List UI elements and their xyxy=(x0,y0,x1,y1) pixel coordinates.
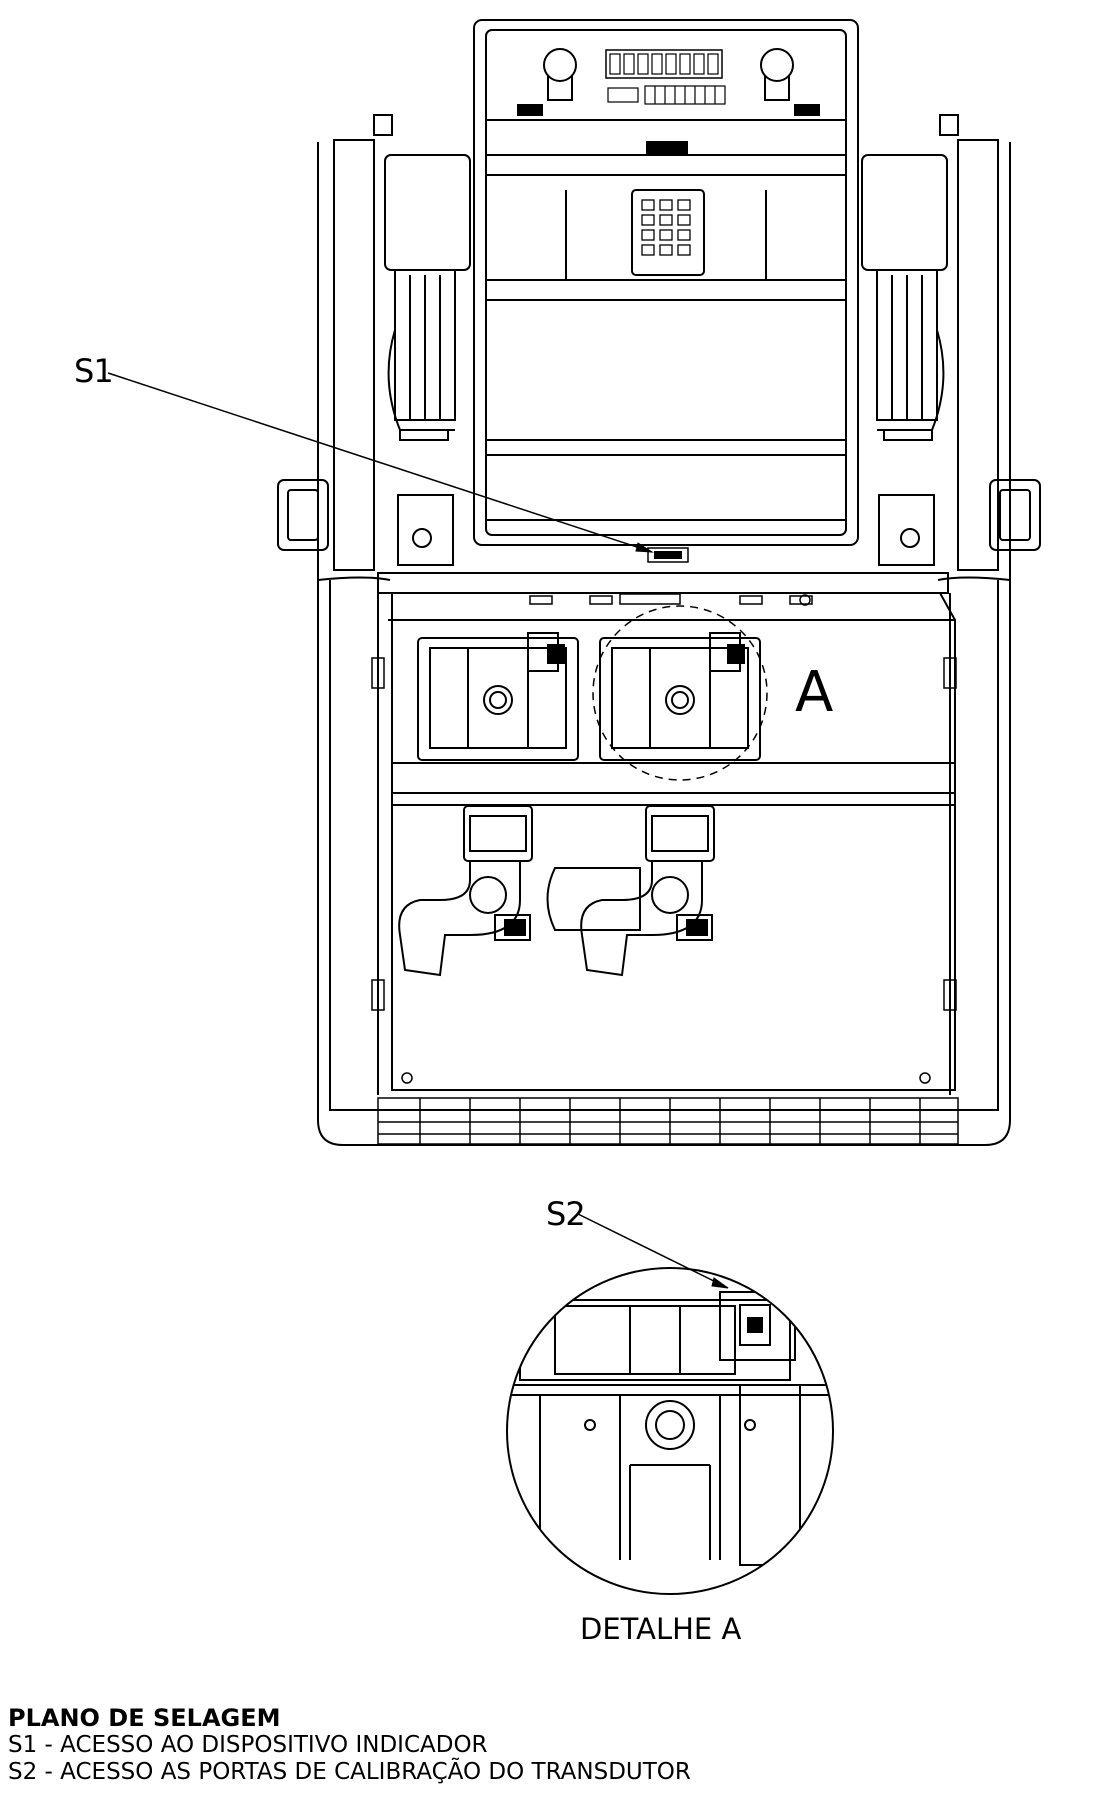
bottom-grille xyxy=(377,1097,959,1145)
dispenser-front-view xyxy=(277,19,1041,1146)
s2-leader-line xyxy=(577,1213,729,1289)
left-meter xyxy=(417,632,579,761)
s1-arrowhead xyxy=(635,542,654,553)
right-meter xyxy=(599,632,761,761)
s2-label: S2 xyxy=(546,1195,586,1233)
legend-title: PLANO DE SELAGEM xyxy=(8,1704,281,1732)
sealing-plan-legend: PLANO DE SELAGEM S1 - ACESSO AO DISPOSIT… xyxy=(8,1705,691,1786)
left-pump xyxy=(398,805,533,977)
cabinet-body xyxy=(317,142,1011,1146)
detail-a-circle xyxy=(506,1267,834,1595)
s2-arrowhead xyxy=(711,1277,729,1289)
right-pump xyxy=(580,805,715,977)
right-nozzle-column xyxy=(861,114,1041,571)
legend-item-s2: S2 - ACESSO AS PORTAS DE CALIBRAÇÃO DO T… xyxy=(8,1759,691,1785)
left-nozzle-column xyxy=(277,114,471,571)
s1-label: S1 xyxy=(74,352,114,390)
detail-a-caption: DETALHE A xyxy=(580,1612,742,1646)
display-head xyxy=(473,19,859,563)
detail-a-marker-circle xyxy=(592,605,768,781)
legend-item-s1: S1 - ACESSO AO DISPOSITIVO INDICADOR xyxy=(8,1732,488,1758)
detail-a-meter-closeup xyxy=(507,1291,833,1566)
detail-a-marker-label: A xyxy=(795,660,834,725)
filter-cylinder xyxy=(546,867,641,931)
s1-leader-line xyxy=(107,372,653,553)
